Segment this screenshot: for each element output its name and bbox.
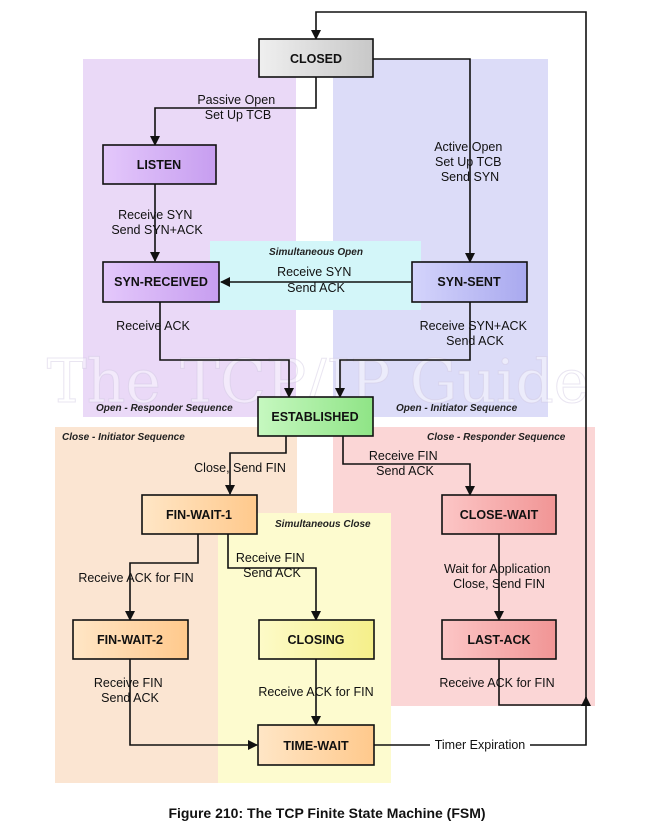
region-label-initiator-open: Open - Initiator Sequence <box>396 403 518 414</box>
label-finwait1-closing: Receive FIN Send ACK <box>236 551 308 580</box>
label-estab-closewait: Receive FIN Send ACK <box>369 449 441 478</box>
region-simultaneous-open <box>210 241 421 310</box>
svg-text:FIN-WAIT-2: FIN-WAIT-2 <box>97 633 163 647</box>
label-synsent-estab: Receive SYN+ACK Send ACK <box>420 319 531 348</box>
figure-caption: Figure 210: The TCP Finite State Machine… <box>168 805 485 821</box>
state-closing: CLOSING <box>258 619 375 660</box>
svg-text:SYN-SENT: SYN-SENT <box>437 275 501 289</box>
label-synrcvd-estab: Receive ACK <box>116 319 190 333</box>
region-label-responder-close: Close - Responder Sequence <box>427 432 566 443</box>
label-closing-timewait: Receive ACK for FIN <box>258 685 373 699</box>
label-active-open: Active Open Set Up TCB Send SYN <box>434 140 506 184</box>
edge-finwait1-closing <box>227 534 321 621</box>
svg-text:LAST-ACK: LAST-ACK <box>467 633 530 647</box>
label-finwait2-timewait: Receive FIN Send ACK <box>94 676 166 705</box>
edge-synrcvd-estab <box>159 302 294 398</box>
edge-active-open <box>373 58 475 263</box>
svg-text:FIN-WAIT-1: FIN-WAIT-1 <box>166 508 232 522</box>
state-fin-wait-1: FIN-WAIT-1 <box>141 494 258 535</box>
svg-text:ESTABLISHED: ESTABLISHED <box>271 410 358 424</box>
state-syn-received: SYN-RECEIVED <box>102 261 220 303</box>
label-timer-expiration: Timer Expiration <box>435 738 526 752</box>
svg-text:CLOSE-WAIT: CLOSE-WAIT <box>460 508 539 522</box>
label-simultaneous-open: Receive SYN Send ACK <box>277 265 355 295</box>
edge-synsent-estab <box>335 302 471 398</box>
svg-text:TIME-WAIT: TIME-WAIT <box>283 739 349 753</box>
label-passive-open: Passive Open Set Up TCB <box>197 93 278 122</box>
region-label-simultaneous-close: Simultaneous Close <box>275 519 371 530</box>
label-estab-finwait1: Close, Send FIN <box>194 461 286 475</box>
svg-text:CLOSING: CLOSING <box>288 633 345 647</box>
region-responder-open <box>83 59 296 417</box>
state-closed: CLOSED <box>258 38 374 78</box>
region-label-responder-open: Open - Responder Sequence <box>96 403 233 414</box>
region-label-simultaneous-open: Simultaneous Open <box>269 247 363 258</box>
state-last-ack: LAST-ACK <box>441 619 557 660</box>
state-established: ESTABLISHED <box>257 396 374 437</box>
edge-estab-finwait1 <box>225 436 287 495</box>
edge-finwait2-timewait <box>129 659 258 750</box>
label-closewait-lastack: Wait for Application Close, Send FIN <box>444 562 554 591</box>
edge-estab-closewait <box>342 436 475 496</box>
edge-finwait1-finwait2 <box>125 534 199 621</box>
label-listen-synrcvd: Receive SYN Send SYN+ACK <box>111 208 203 237</box>
transition-lines <box>125 11 591 750</box>
svg-text:LISTEN: LISTEN <box>137 158 181 172</box>
label-lastack-closed: Receive ACK for FIN <box>439 676 554 690</box>
state-time-wait: TIME-WAIT <box>257 724 375 766</box>
state-close-wait: CLOSE-WAIT <box>441 494 557 535</box>
state-listen: LISTEN <box>102 144 217 185</box>
region-initiator-open <box>333 59 548 417</box>
svg-text:CLOSED: CLOSED <box>290 52 342 66</box>
label-finwait1-finwait2: Receive ACK for FIN <box>78 571 193 585</box>
edge-return-closed <box>311 11 587 705</box>
edge-labels: Passive Open Set Up TCB Active Open Set … <box>78 93 555 752</box>
edge-passive-open <box>150 77 317 146</box>
state-syn-sent: SYN-SENT <box>411 261 528 303</box>
state-fin-wait-2: FIN-WAIT-2 <box>72 619 189 660</box>
region-label-initiator-close: Close - Initiator Sequence <box>62 432 185 443</box>
svg-text:SYN-RECEIVED: SYN-RECEIVED <box>114 275 208 289</box>
